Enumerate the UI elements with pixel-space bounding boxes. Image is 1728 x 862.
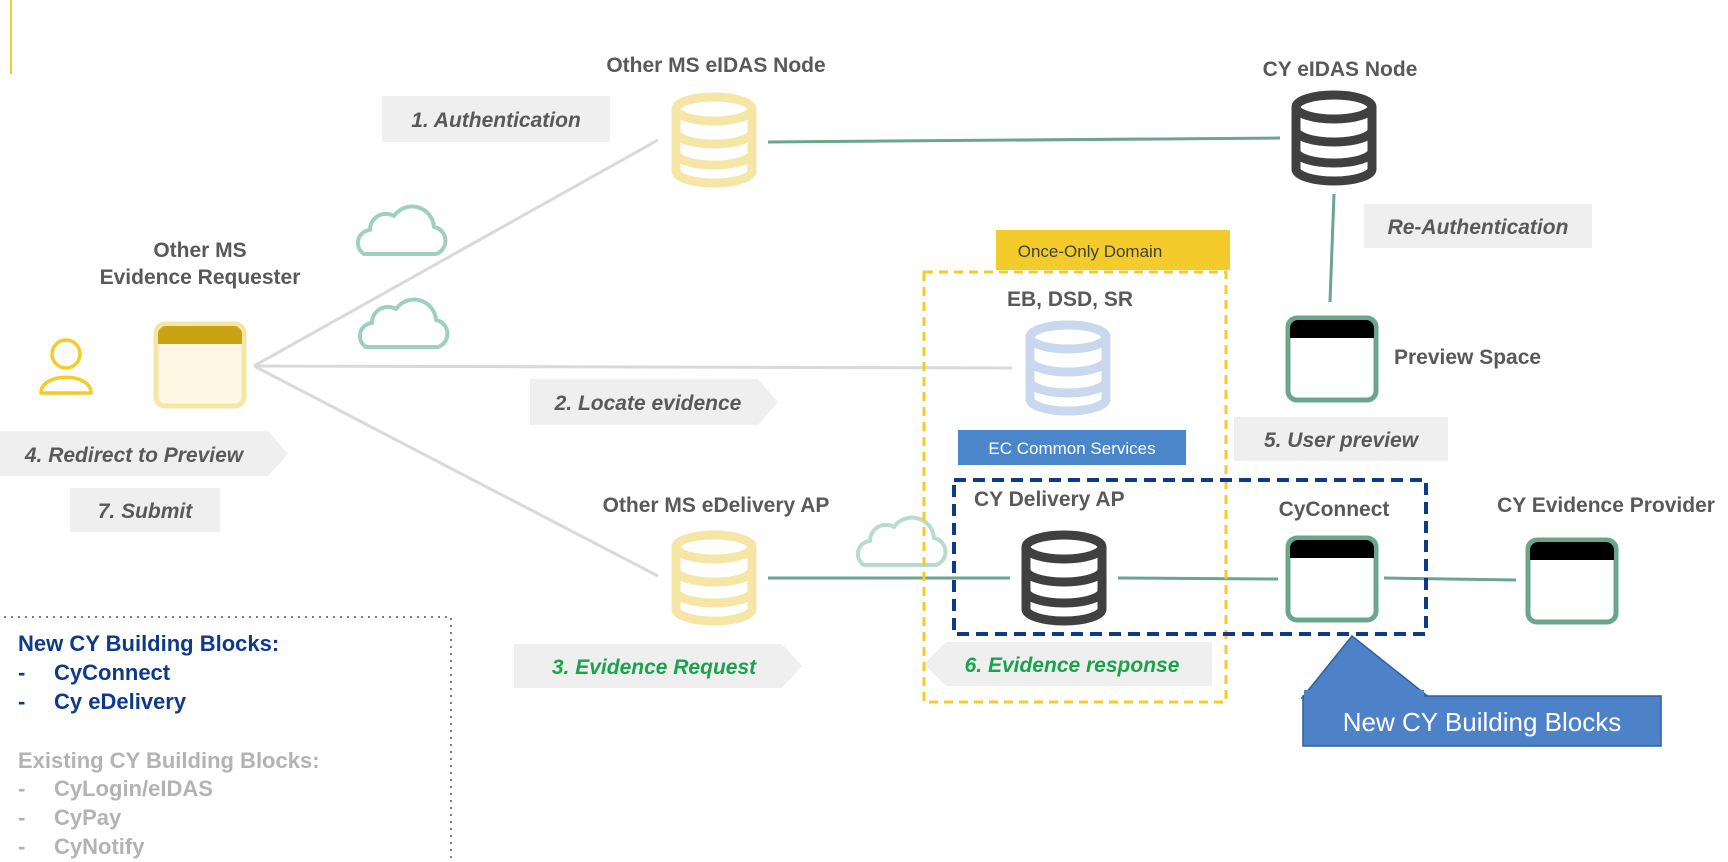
- legend-new-title: New CY Building Blocks:: [18, 631, 279, 656]
- re-authentication-text: Re-Authentication: [1388, 216, 1569, 239]
- evidence-requester-label-line1: Other MS: [153, 239, 246, 262]
- eb-dsd-sr-label: EB, DSD, SR: [1007, 288, 1133, 311]
- app-window-icon: [1285, 535, 1379, 623]
- connector-requester-services: [253, 364, 1013, 370]
- step-6-text: 6. Evidence response: [965, 654, 1180, 677]
- step-4-text: 4. Redirect to Preview: [24, 444, 245, 467]
- step-3-text: 3. Evidence Request: [552, 656, 757, 679]
- legend-bullet: -: [18, 689, 25, 714]
- re-authentication-label: Re-Authentication: [1364, 204, 1592, 248]
- app-window-icon: [153, 321, 247, 409]
- step-1-label: 1. Authentication: [382, 96, 610, 142]
- legend-existing-title: Existing CY Building Blocks:: [18, 748, 320, 773]
- once-only-domain-boundary: [922, 270, 1228, 704]
- connectors: [253, 136, 1517, 582]
- cy-evidence-provider-label: CY Evidence Provider: [1497, 494, 1715, 517]
- step-1-text: 1. Authentication: [411, 109, 581, 132]
- ec-common-services-badge: EC Common Services: [958, 430, 1186, 465]
- legend-bullet: -: [18, 776, 25, 801]
- user-icon: [39, 338, 93, 395]
- cloud-icon: [355, 204, 448, 256]
- other-ms-edelivery-ap-label: Other MS eDelivery AP: [603, 494, 830, 517]
- step-2-text: 2. Locate evidence: [554, 392, 742, 415]
- legend-existing-item: CyNotify: [54, 834, 145, 859]
- cy-delivery-ap-label: CY Delivery AP: [974, 488, 1125, 511]
- legend-bullet: -: [18, 660, 25, 685]
- cyconnect-label: CyConnect: [1279, 498, 1390, 521]
- preview-space-label: Preview Space: [1394, 346, 1541, 369]
- legend-existing-item: CyLogin/eIDAS: [54, 776, 213, 801]
- database-icon: [1021, 530, 1107, 626]
- legend-bullet: -: [18, 805, 25, 830]
- step-3-label: 3. Evidence Request: [514, 644, 802, 688]
- callout-text: New CY Building Blocks: [1343, 707, 1621, 737]
- step-2-label: 2. Locate evidence: [530, 379, 778, 425]
- app-window-icon: [1525, 537, 1619, 625]
- cy-eidas-node-label: CY eIDAS Node: [1263, 58, 1418, 81]
- other-ms-eidas-node-label: Other MS eIDAS Node: [606, 54, 825, 77]
- database-icon: [1291, 90, 1377, 186]
- connector-requester-edelivery: [253, 364, 659, 578]
- step-5-label: 5. User preview: [1234, 417, 1448, 461]
- legend-existing-item: CyPay: [54, 805, 122, 830]
- step-7-text: 7. Submit: [98, 500, 194, 523]
- connector-eidas-preview: [1328, 193, 1336, 303]
- database-icon: [671, 530, 757, 626]
- legend-new-item: Cy eDelivery: [54, 689, 187, 714]
- once-only-domain-text: Once-Only Domain: [1018, 242, 1163, 261]
- legend-bullet: -: [18, 834, 25, 859]
- database-icon: [671, 92, 757, 188]
- connector-cyap-cyconnect: [1117, 576, 1279, 581]
- connector-cyconnect-provider: [1383, 576, 1517, 582]
- legend: New CY Building Blocks: - CyConnect - Cy…: [4, 616, 452, 862]
- step-5-text: 5. User preview: [1264, 429, 1420, 452]
- step-6-label: 6. Evidence response: [924, 642, 1212, 686]
- new-building-blocks-boundary: [952, 478, 1428, 636]
- cloud-icon: [855, 515, 948, 567]
- connector-requester-eidas: [253, 138, 659, 368]
- connector-eidas-nodes: [767, 136, 1281, 144]
- ec-common-services-text: EC Common Services: [988, 439, 1155, 458]
- legend-new-item: CyConnect: [54, 660, 171, 685]
- step-7-label: 7. Submit: [70, 488, 220, 532]
- evidence-requester-label-line2: Evidence Requester: [100, 266, 301, 289]
- step-4-label: 4. Redirect to Preview: [0, 431, 288, 476]
- once-only-domain-badge: Once-Only Domain: [996, 230, 1230, 270]
- cloud-icon: [357, 297, 450, 349]
- new-building-blocks-callout: New CY Building Blocks: [1300, 634, 1662, 747]
- app-window-icon: [1285, 315, 1379, 403]
- database-icon: [1025, 320, 1111, 416]
